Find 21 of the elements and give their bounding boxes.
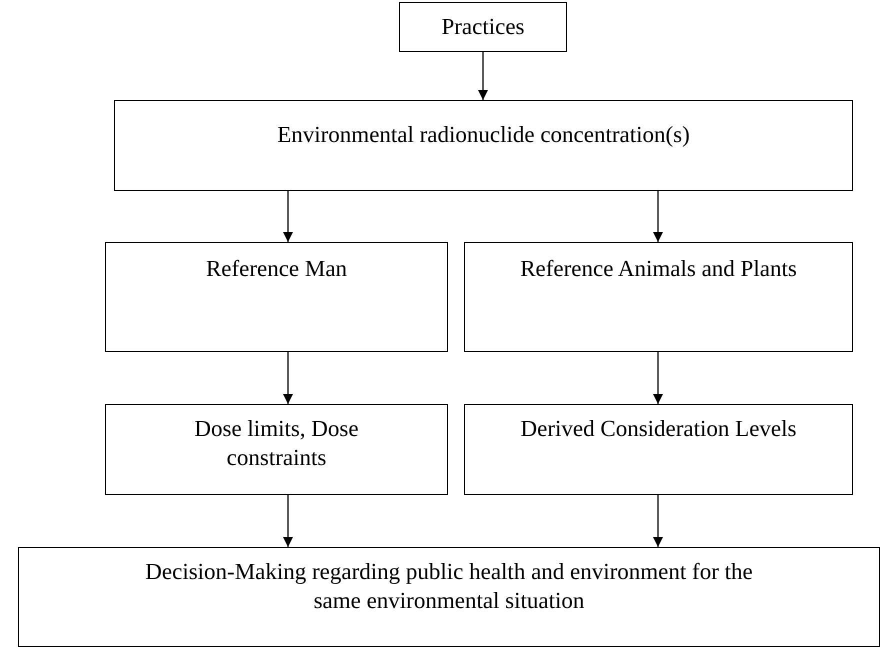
process-box (399, 2, 567, 52)
arrow (283, 352, 293, 404)
box-label: Reference Man (206, 255, 348, 283)
box-label: Decision-Making regarding public health and environment for the same environmental situation (144, 558, 754, 615)
process-box (114, 100, 853, 191)
process-box (464, 404, 853, 495)
box-label: Derived Consideration Levels (520, 415, 796, 443)
arrow (653, 495, 663, 547)
box-label: Practices (441, 13, 524, 41)
process-box (464, 242, 853, 352)
arrow (653, 191, 663, 242)
process-box (105, 242, 448, 352)
process-box (18, 547, 880, 647)
arrow (283, 191, 293, 242)
box-label: Dose limits, Dose constraints (193, 415, 360, 472)
arrow (653, 352, 663, 404)
process-box (105, 404, 448, 495)
box-label: Reference Animals and Plants (520, 255, 797, 283)
box-label: Environmental radionuclide concentration(s) (277, 121, 690, 149)
arrow (283, 495, 293, 547)
arrow (478, 52, 488, 100)
